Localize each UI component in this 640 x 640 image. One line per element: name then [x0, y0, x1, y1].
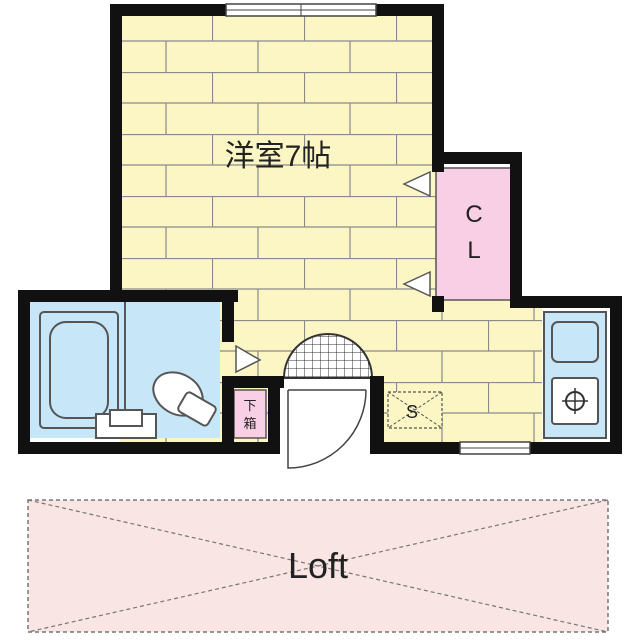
- sink-icon: [551, 321, 599, 363]
- closet: C L: [402, 167, 513, 301]
- loft-label: Loft: [288, 545, 348, 586]
- bathtub-icon: [39, 311, 119, 429]
- shoe-box: 下 箱: [233, 389, 267, 439]
- kitchen: [543, 311, 607, 439]
- main-room-label: 洋室7帖: [225, 140, 332, 173]
- door-swing-icon: [287, 389, 367, 469]
- shoe-box-label-1: 下: [243, 398, 256, 413]
- stove-burner-icon: [551, 377, 599, 425]
- washbasin-icon: [95, 409, 157, 439]
- toilet-icon: [152, 371, 217, 427]
- entrance-arch: [282, 333, 374, 379]
- closet-floor: [435, 167, 513, 301]
- bath-door-icon: [235, 344, 262, 374]
- bathroom: [30, 300, 220, 439]
- loft: Loft: [27, 499, 609, 633]
- shoe-box-label-2: 箱: [243, 416, 256, 431]
- window-icon: [225, 3, 377, 17]
- storage-s: S: [387, 391, 443, 429]
- hall-floor: [436, 300, 542, 442]
- closet-label-c: C: [465, 201, 482, 228]
- storage-label: S: [406, 402, 418, 422]
- closet-door-icon: [402, 170, 431, 298]
- window-kitchen-icon: [459, 441, 531, 455]
- closet-label-l: L: [467, 237, 480, 264]
